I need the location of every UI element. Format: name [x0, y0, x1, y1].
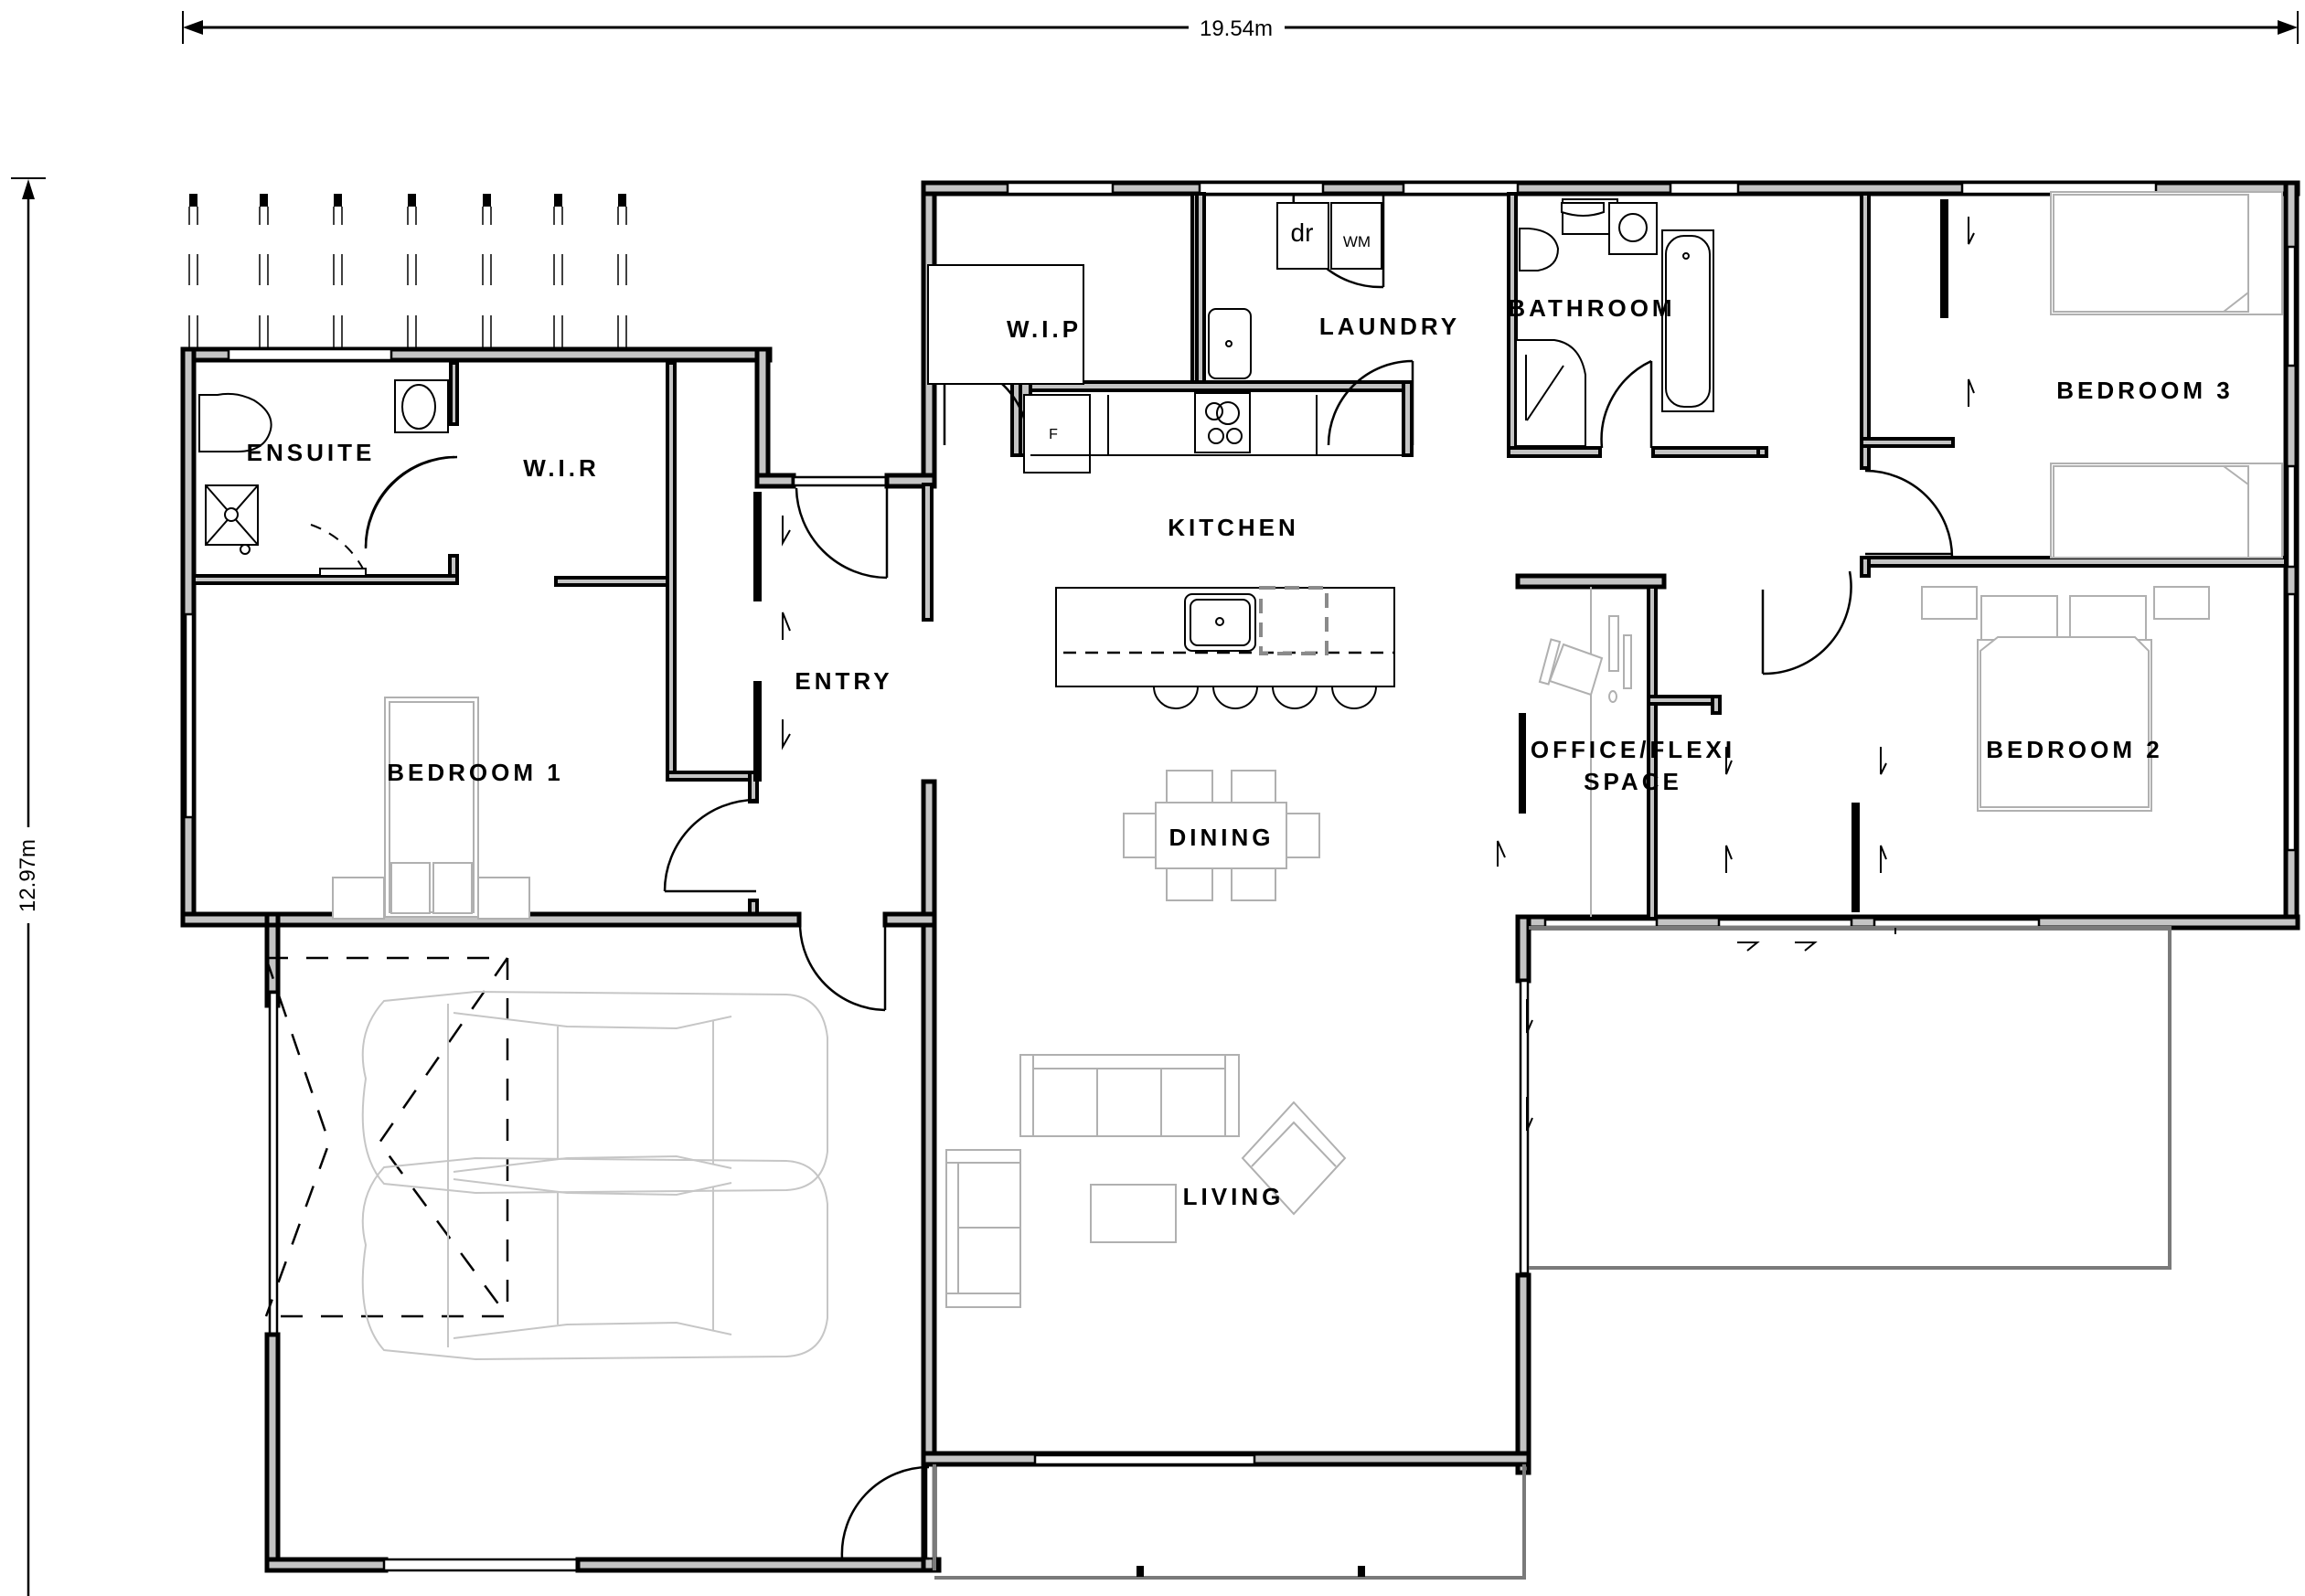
bathroom-fixtures: [1515, 198, 1714, 447]
dining-table: [1123, 770, 1320, 901]
sliding-door-markers: [782, 217, 1975, 1132]
bedroom3-beds: [2050, 191, 2283, 559]
washing-machine-label: WM: [1343, 233, 1371, 250]
bedroom1-furniture: [332, 697, 530, 920]
outdoor-areas: [933, 926, 2172, 1580]
kitchen-fixtures: F dr WM: [927, 202, 1403, 473]
garage: [264, 956, 828, 1361]
room-label-kitchen: KITCHEN: [1168, 514, 1299, 541]
room-label-bedroom2: BEDROOM 2: [1986, 736, 2162, 763]
bedroom2-bed: [1921, 586, 2210, 812]
office-desk: [1538, 587, 1632, 917]
fridge-icon: [1023, 394, 1091, 473]
bathtub-icon: [1661, 229, 1714, 412]
width-dimension-label: 19.54m: [1200, 16, 1273, 41]
living-furniture: [945, 1054, 1347, 1308]
room-label-office-line1: OFFICE/FLEXI: [1531, 736, 1735, 763]
exterior-walls: [180, 180, 2300, 1573]
room-label-ensuite: ENSUITE: [247, 439, 376, 466]
room-label-office-line2: SPACE: [1584, 768, 1682, 795]
room-labels: ENSUITE W.I.R BEDROOM 1 ENTRY W.I.P LAUN…: [247, 294, 2233, 1210]
kitchen-island: [1055, 586, 1395, 709]
toilet-icon: [1519, 228, 1560, 271]
room-label-dining: DINING: [1169, 824, 1275, 851]
car-icon: [361, 990, 828, 1195]
room-label-living: LIVING: [1183, 1183, 1285, 1210]
door-swings: [310, 193, 1954, 1560]
shower-icon: [1515, 339, 1586, 447]
width-dimension: 19.54m: [182, 11, 2299, 44]
room-label-wip: W.I.P: [1007, 315, 1082, 343]
room-label-bedroom1: BEDROOM 1: [387, 759, 563, 786]
pergola-posts: [188, 193, 627, 350]
depth-dimension: 12.97m: [11, 177, 46, 1596]
shower-drain-icon: [224, 507, 239, 522]
toilet-icon: [198, 392, 272, 452]
depth-dimension-label: 12.97m: [16, 839, 40, 912]
room-label-wir: W.I.R: [523, 454, 600, 482]
fridge-label: F: [1049, 427, 1058, 442]
room-label-bedroom3: BEDROOM 3: [2056, 377, 2233, 404]
room-label-entry: ENTRY: [795, 667, 892, 695]
washing-machine-icon: [1330, 202, 1382, 270]
room-label-bathroom: BATHROOM: [1508, 294, 1675, 322]
dryer-label: dr: [1291, 218, 1314, 247]
car-icon: [361, 1156, 828, 1361]
dryer-icon: [1276, 202, 1329, 270]
room-label-laundry: LAUNDRY: [1319, 313, 1460, 340]
ensuite-fixtures: [198, 379, 449, 577]
